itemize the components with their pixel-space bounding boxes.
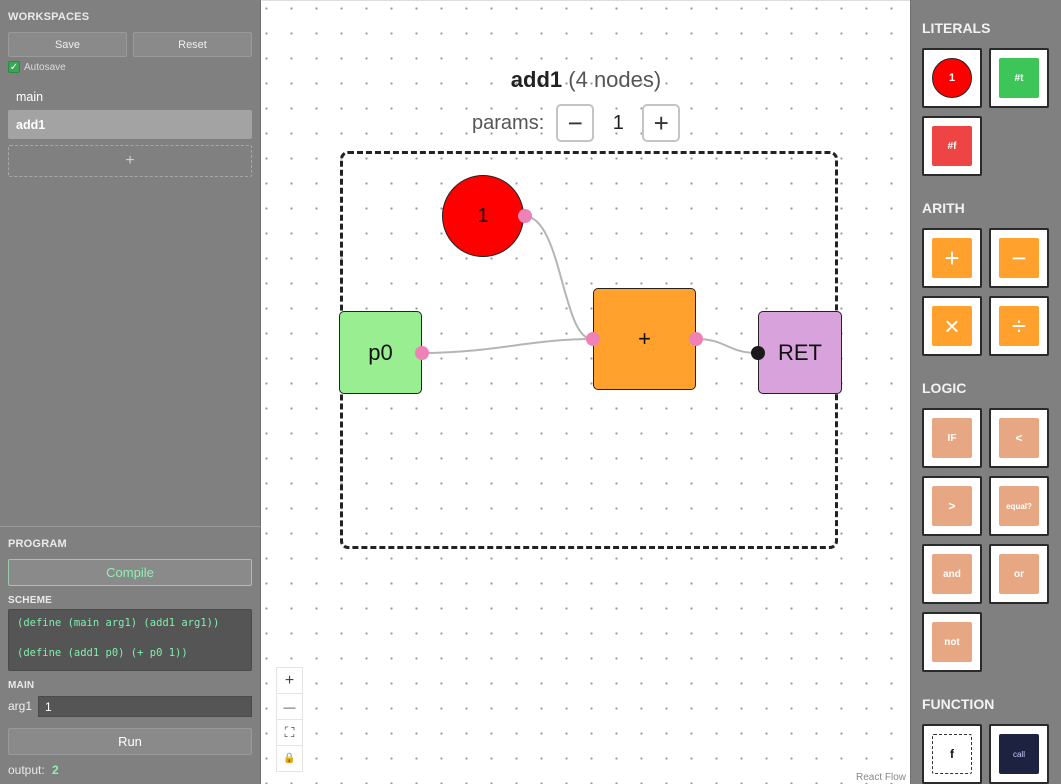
workspace-item-main[interactable]: main [16, 89, 44, 104]
palette-literal-one[interactable]: 1 [922, 48, 982, 108]
not-chip: not [932, 622, 972, 662]
param-node-label: p0 [368, 339, 393, 365]
fit-view-icon[interactable]: ⛶ [276, 719, 303, 746]
params-label: params: [472, 111, 545, 134]
program-panel: PROGRAM Compile SCHEME (define (main arg… [0, 526, 261, 784]
palette-and[interactable]: and [922, 544, 982, 604]
arg-label: arg1 [8, 699, 33, 713]
reset-button[interactable]: Reset [133, 32, 252, 57]
program-title: PROGRAM [8, 538, 67, 550]
palette-subtract[interactable]: − [989, 228, 1049, 288]
param-output-handle[interactable] [415, 346, 429, 360]
autosave-row: ✓ Autosave [8, 61, 66, 73]
zoom-out-button[interactable]: — [276, 693, 303, 720]
edges-layer [421, 215, 759, 354]
op-input-handle[interactable] [586, 332, 600, 346]
arith-title: ARITH [922, 200, 965, 216]
palette-literal-false[interactable]: #f [922, 116, 982, 176]
if-chip: IF [932, 418, 972, 458]
literal-node[interactable]: 1 [442, 175, 524, 257]
edge-op-to-ret[interactable] [695, 338, 759, 354]
workspaces-title: WORKSPACES [8, 11, 90, 23]
react-flow-attribution[interactable]: React Flow [853, 772, 908, 783]
add-icon: + [932, 238, 972, 278]
compile-button[interactable]: Compile [8, 559, 252, 586]
palette-equal[interactable]: equal? [989, 476, 1049, 536]
params-row: params: − 1 + [472, 104, 681, 142]
node-count: (4 nodes) [568, 67, 662, 92]
params-decrement-button[interactable]: − [556, 104, 595, 142]
autosave-label: Autosave [24, 61, 66, 73]
flow-canvas[interactable]: add1 (4 nodes) params: − 1 + 1 p0 + RET … [262, 0, 910, 784]
run-button[interactable]: Run [8, 728, 252, 755]
params-increment-button[interactable]: + [642, 104, 681, 142]
scheme-title: SCHEME [8, 595, 52, 606]
scheme-output: (define (main arg1) (add1 arg1)) (define… [8, 609, 252, 671]
graph-title: add1 (4 nodes) [262, 67, 910, 93]
ret-input-handle[interactable] [751, 346, 765, 360]
multiply-icon: × [932, 306, 972, 346]
palette-add[interactable]: + [922, 228, 982, 288]
ret-node[interactable]: RET [758, 311, 842, 394]
zoom-in-button[interactable]: + [276, 667, 303, 694]
and-chip: and [932, 554, 972, 594]
palette-function[interactable]: f [922, 724, 982, 784]
node-palette: LITERALS 1 #t #f ARITH + − × ÷ LOGIC IF … [910, 0, 1061, 784]
main-title: MAIN [8, 680, 35, 691]
left-sidebar: WORKSPACES Save Reset ✓ Autosave main ad… [0, 0, 261, 784]
add-op-node[interactable]: + [593, 288, 696, 390]
autosave-checkbox[interactable]: ✓ [8, 61, 20, 73]
save-button[interactable]: Save [8, 32, 127, 57]
palette-multiply[interactable]: × [922, 296, 982, 356]
add-workspace-button[interactable]: + [8, 145, 252, 177]
or-chip: or [999, 554, 1039, 594]
output-value: 2 [52, 763, 59, 777]
greater-than-chip: > [932, 486, 972, 526]
output-row: output: 2 [8, 763, 59, 777]
scheme-line: (define (add1 p0) (+ p0 1)) [17, 647, 188, 659]
divide-icon: ÷ [999, 306, 1039, 346]
palette-or[interactable]: or [989, 544, 1049, 604]
palette-call[interactable]: call [989, 724, 1049, 784]
output-label: output: [8, 763, 45, 777]
palette-if[interactable]: IF [922, 408, 982, 468]
literals-title: LITERALS [922, 20, 991, 36]
literal-true-chip: #t [999, 58, 1039, 98]
literal-one-chip: 1 [932, 58, 972, 98]
function-chip: f [932, 734, 972, 774]
palette-literal-true[interactable]: #t [989, 48, 1049, 108]
add-op-node-label: + [638, 326, 651, 351]
param-node[interactable]: p0 [339, 311, 422, 394]
op-output-handle[interactable] [689, 332, 703, 346]
logic-title: LOGIC [922, 380, 967, 396]
ret-node-label: RET [778, 339, 822, 365]
literal-output-handle[interactable] [518, 209, 532, 223]
palette-less-than[interactable]: < [989, 408, 1049, 468]
lock-icon[interactable]: 🔒 [276, 745, 303, 772]
function-title: FUNCTION [922, 696, 995, 712]
less-than-chip: < [999, 418, 1039, 458]
params-value: 1 [612, 111, 624, 134]
literal-false-chip: #f [932, 126, 972, 166]
palette-divide[interactable]: ÷ [989, 296, 1049, 356]
palette-not[interactable]: not [922, 612, 982, 672]
palette-greater-than[interactable]: > [922, 476, 982, 536]
call-chip: call [999, 734, 1039, 774]
workspace-item-add1[interactable]: add1 [8, 110, 252, 139]
edge-literal-to-op[interactable] [523, 215, 593, 340]
scheme-line: (define (main arg1) (add1 arg1)) [17, 617, 220, 629]
edge-param-to-op[interactable] [421, 338, 593, 354]
literal-node-label: 1 [477, 204, 489, 227]
subtract-icon: − [999, 238, 1039, 278]
graph-name: add1 [510, 67, 563, 92]
equal-chip: equal? [999, 486, 1039, 526]
arg1-input[interactable]: 1 [38, 696, 252, 717]
